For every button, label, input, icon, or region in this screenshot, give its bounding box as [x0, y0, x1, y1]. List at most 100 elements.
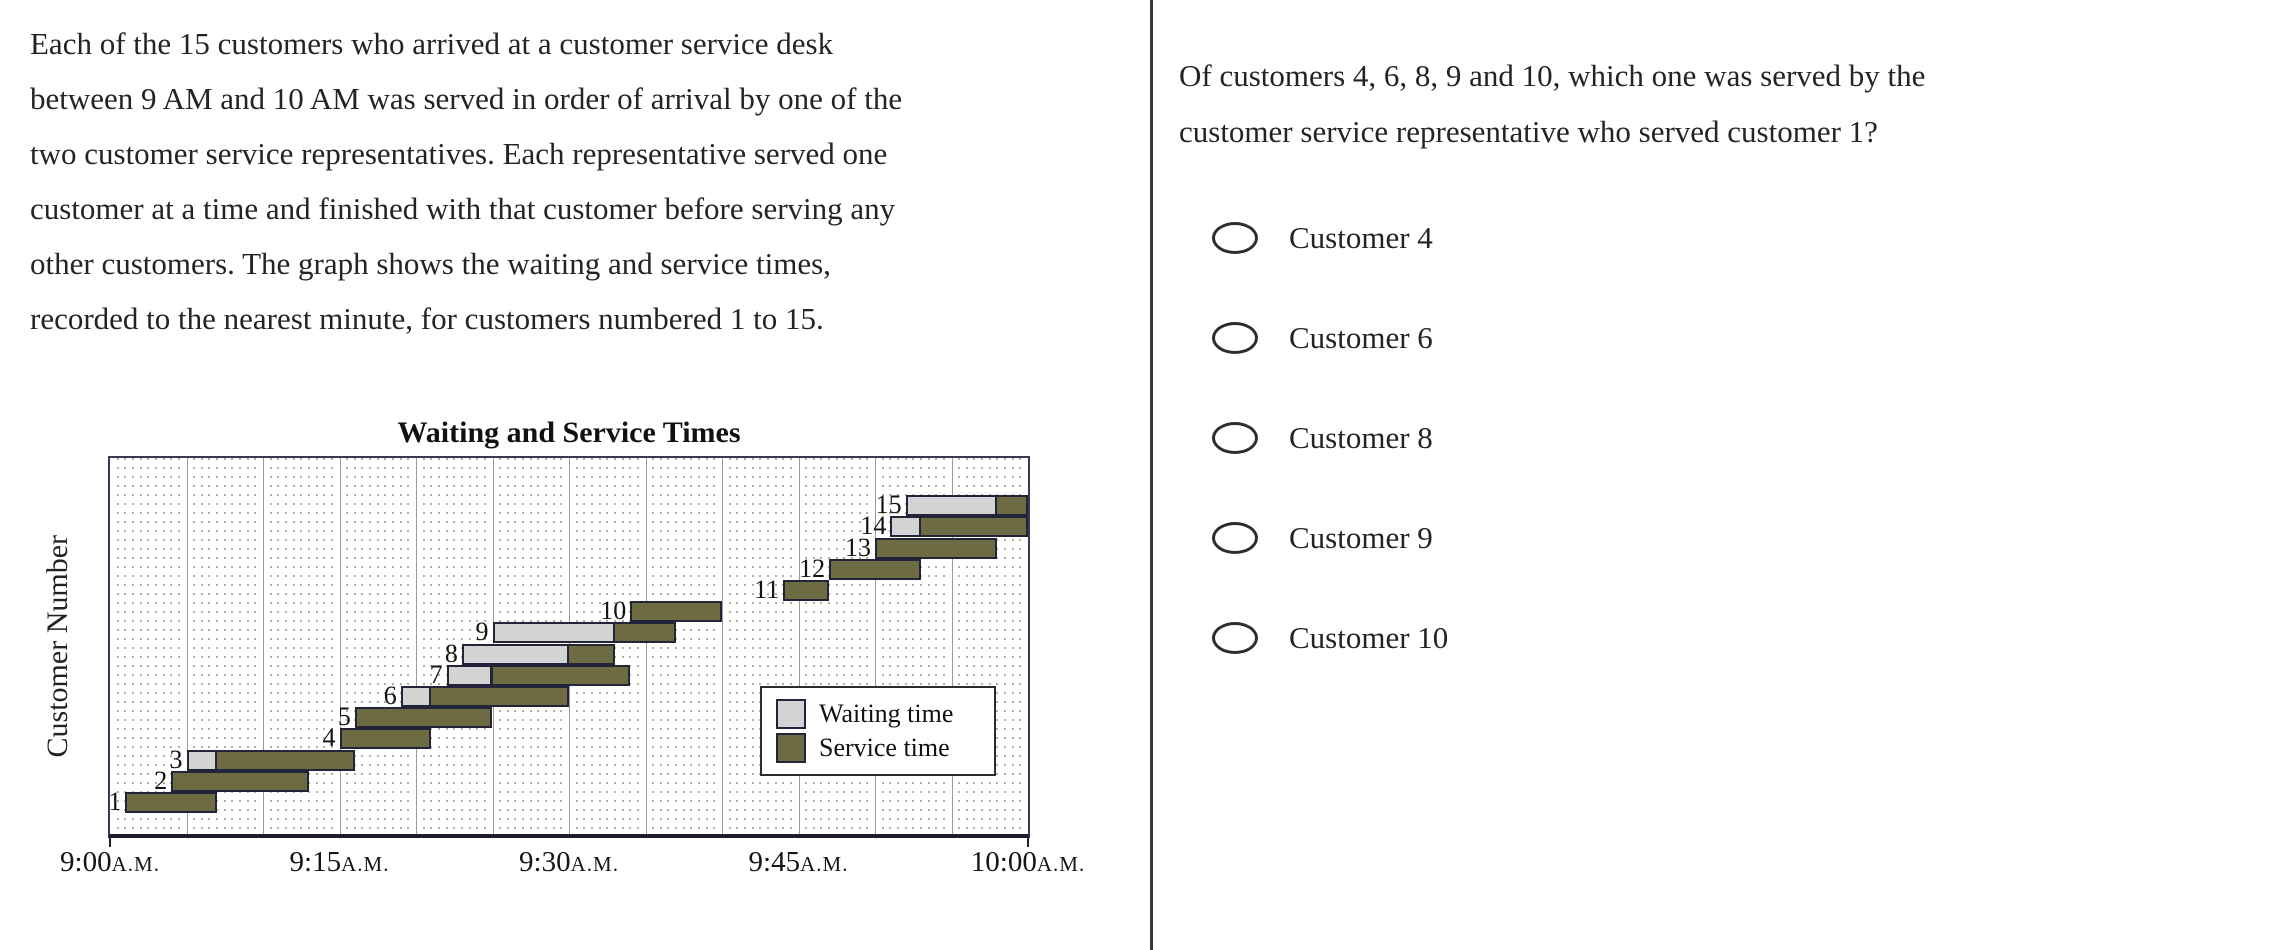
minor-gridline [789, 458, 792, 834]
service-swatch [776, 733, 806, 763]
minor-gridline [353, 458, 356, 834]
minor-gridline [162, 458, 165, 834]
minor-gridline [177, 458, 180, 834]
radio-button[interactable] [1212, 222, 1258, 254]
x-tick-time: 9:15 [289, 846, 342, 878]
x-tick-meridiem: A.M. [800, 852, 849, 876]
customer-number-label: 15 [875, 490, 902, 519]
service-segment-customer-8 [567, 644, 615, 665]
customer-number-label: 7 [429, 660, 443, 689]
customer-number-label: 11 [754, 575, 780, 604]
radio-button[interactable] [1212, 522, 1258, 554]
minor-gridline [330, 458, 333, 834]
option-label: Customer 6 [1289, 320, 1433, 355]
customer-number-label: 13 [845, 533, 871, 562]
minor-gridline [713, 458, 716, 834]
customer-number-label: 6 [383, 681, 397, 710]
minor-gridline [996, 458, 999, 834]
minor-gridline [743, 458, 746, 834]
option-label: Customer 4 [1289, 220, 1433, 255]
minor-gridline [759, 458, 762, 834]
minor-gridline [736, 458, 739, 834]
minor-gridline [369, 458, 372, 834]
customer-number-label: 8 [444, 639, 458, 668]
minor-gridline [1011, 458, 1014, 834]
minor-gridline [965, 458, 968, 834]
minor-gridline [346, 458, 349, 834]
minor-gridline [399, 458, 402, 834]
service-segment-customer-1 [125, 792, 218, 813]
x-tick-label: 9:00A.M. [60, 846, 160, 879]
passage-line: Each of the 15 customers who arrived at … [30, 26, 834, 61]
waiting-segment-customer-15 [905, 495, 998, 516]
x-tick-label: 9:15A.M. [290, 846, 390, 879]
minor-gridline [246, 458, 249, 834]
waiting-segment-customer-3 [186, 750, 218, 771]
minor-gridline [942, 458, 945, 834]
radio-button[interactable] [1212, 422, 1258, 454]
option-customer-10[interactable]: Customer 10 [1212, 615, 1448, 661]
waiting-swatch [776, 699, 806, 729]
minor-gridline [851, 458, 854, 834]
option-customer-6[interactable]: Customer 6 [1212, 315, 1448, 361]
minor-gridline [682, 458, 685, 834]
service-segment-customer-4 [339, 728, 432, 749]
x-tick-label: 9:30A.M. [519, 846, 619, 879]
chart-title: Waiting and Service Times [397, 416, 741, 449]
minor-gridline [216, 458, 219, 834]
service-segment-customer-9 [612, 622, 677, 643]
x-tick-time: 9:30 [519, 846, 571, 878]
minor-gridline [973, 458, 976, 834]
question-stem-panel: Each of the 15 customers who arrived at … [30, 16, 1142, 879]
minor-gridline [453, 458, 456, 834]
customer-number-label: 3 [169, 745, 183, 774]
question-line: Of customers 4, 6, 8, 9 and 10, which on… [1179, 58, 1926, 93]
minor-gridline [613, 458, 616, 834]
major-gridline [186, 458, 188, 834]
option-label: Customer 10 [1289, 620, 1449, 655]
minor-gridline [927, 458, 930, 834]
question-text: Of customers 4, 6, 8, 9 and 10, which on… [1179, 48, 2189, 160]
customer-number-label: 5 [337, 702, 351, 731]
minor-gridline [315, 458, 318, 834]
x-tick-meridiem: A.M. [570, 852, 619, 876]
customer-number-label: 14 [860, 511, 887, 540]
minor-gridline [988, 458, 991, 834]
minor-gridline [751, 458, 754, 834]
major-gridline [951, 458, 953, 834]
minor-gridline [292, 458, 295, 834]
minor-gridline [437, 458, 440, 834]
service-segment-customer-15 [995, 495, 1028, 516]
minor-gridline [1004, 458, 1007, 834]
minor-gridline [782, 458, 785, 834]
y-axis-label: Customer Number [41, 534, 74, 758]
minor-gridline [154, 458, 157, 834]
waiting-segment-customer-14 [890, 516, 921, 537]
passage: Each of the 15 customers who arrived at … [30, 16, 1142, 346]
option-customer-9[interactable]: Customer 9 [1212, 515, 1448, 561]
option-customer-8[interactable]: Customer 8 [1212, 415, 1448, 461]
minor-gridline [376, 458, 379, 834]
legend-label: Waiting time [819, 699, 954, 728]
minor-gridline [812, 458, 815, 834]
service-segment-customer-6 [429, 686, 569, 707]
service-segment-customer-2 [171, 771, 309, 792]
service-segment-customer-7 [490, 665, 631, 686]
minor-gridline [881, 458, 884, 834]
minor-gridline [254, 458, 257, 834]
minor-gridline [430, 458, 433, 834]
minor-gridline [912, 458, 915, 834]
customer-number-label: 12 [799, 554, 826, 583]
customer-number-label: 1 [108, 787, 122, 816]
radio-button[interactable] [1212, 622, 1258, 654]
option-label: Customer 9 [1289, 520, 1433, 555]
minor-gridline [147, 458, 150, 834]
option-customer-4[interactable]: Customer 4 [1212, 215, 1448, 261]
minor-gridline [621, 458, 624, 834]
radio-button[interactable] [1212, 322, 1258, 354]
waiting-segment-customer-9 [492, 622, 615, 643]
minor-gridline [866, 458, 869, 834]
minor-gridline [223, 458, 226, 834]
minor-gridline [919, 458, 922, 834]
legend-item-waiting: Waiting time [776, 697, 994, 731]
